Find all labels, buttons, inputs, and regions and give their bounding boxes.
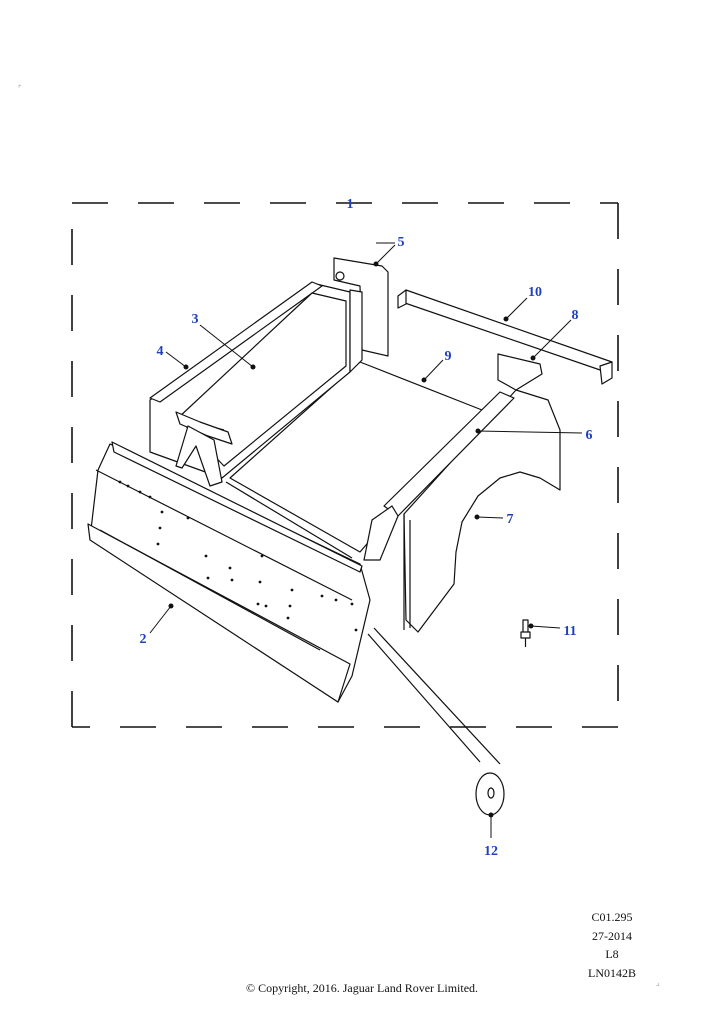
- callout-4: 4: [157, 344, 164, 359]
- callout-7: 7: [507, 512, 514, 527]
- right-side-inner: [363, 505, 399, 561]
- right-side-panel: [403, 389, 561, 633]
- load-bed-drawing: [87, 257, 613, 816]
- callout-12: 12: [484, 844, 498, 859]
- callout-1: 1: [347, 197, 354, 212]
- callout-2: 2: [140, 632, 147, 647]
- front-capping-face: [349, 289, 363, 373]
- rivet-part: [520, 619, 531, 647]
- assembly-boundary: [71, 202, 619, 728]
- copyright-notice: © Copyright, 2016. Jaguar Land Rover Lim…: [245, 981, 479, 995]
- reference-block: C01.295 27-2014 L8 LN0142B: [588, 908, 636, 982]
- callout-labels: 1 2 3 4 5 6 7 8 9 10 11 12: [140, 197, 593, 859]
- washer-part: [367, 627, 505, 816]
- left-wheelbox-top: [175, 411, 233, 445]
- callout-6: 6: [586, 428, 593, 443]
- right-side-upper-box: [497, 353, 543, 391]
- left-side-top-rail: [149, 281, 323, 403]
- ref-code-2: 27-2014: [592, 928, 632, 943]
- callout-10: 10: [528, 285, 542, 300]
- crop-mark-bottom-right: ⌟: [656, 978, 660, 987]
- callout-8: 8: [572, 308, 579, 323]
- crop-mark-top-left: ⌜: [18, 84, 22, 93]
- ref-code-4: LN0142B: [588, 965, 636, 980]
- left-wheelbox-support: [175, 425, 223, 487]
- callout-5: 5: [398, 235, 405, 250]
- tailgate-top-flange: [111, 441, 363, 573]
- ref-code-1: C01.295: [591, 910, 633, 924]
- callout-3: 3: [192, 312, 199, 327]
- tailgate-lower-face: [87, 523, 351, 703]
- callout-11: 11: [563, 624, 576, 639]
- tailgate-rivet-holes: [118, 480, 358, 632]
- callout-9: 9: [445, 349, 452, 364]
- ref-code-3: L8: [605, 947, 619, 961]
- callout-leaders: [149, 242, 583, 838]
